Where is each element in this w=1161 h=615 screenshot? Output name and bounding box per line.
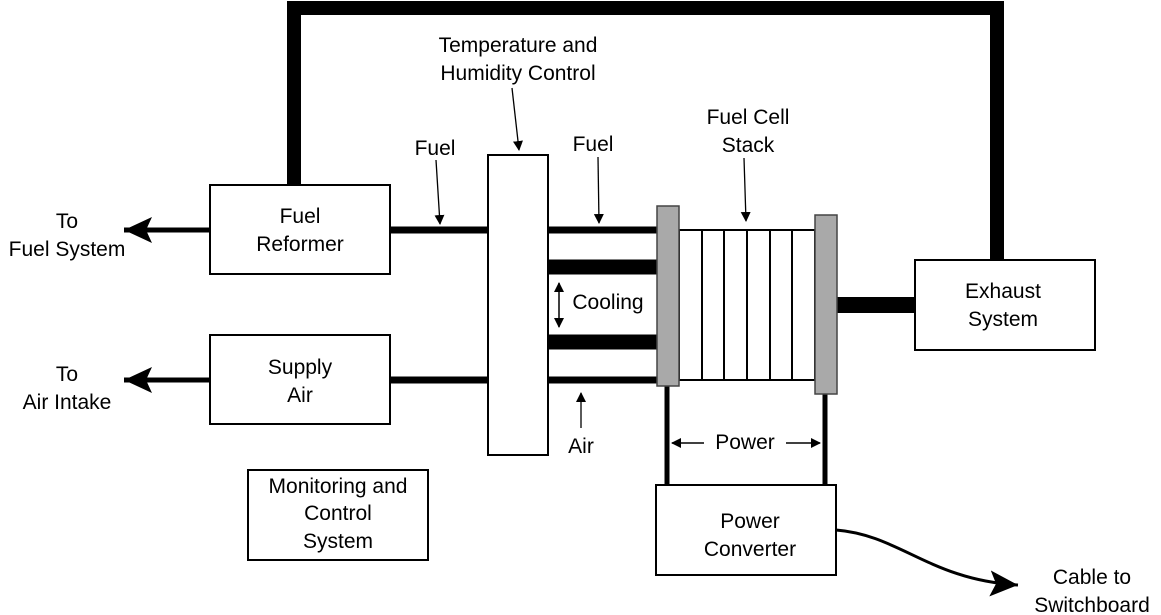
power-converter-box: [655, 484, 837, 576]
cable-label-line1: Cable to: [1053, 566, 1131, 589]
to-fuel-label-line2: Fuel System: [9, 238, 126, 261]
fuel-reformer-box: [209, 184, 391, 275]
stack-end-plate-right: [814, 214, 838, 395]
fuel-left-label: Fuel: [415, 137, 456, 160]
thc-label-line1: Temperature and: [439, 34, 598, 57]
reformer-label-line2: Reformer: [256, 233, 344, 256]
reformer-label-line1: Fuel: [280, 205, 321, 228]
converter-label-line1: Power: [720, 510, 780, 533]
fuel-left-pointer-arrow: [434, 159, 445, 225]
exhaust-label-line2: System: [968, 308, 1038, 331]
air-label: Air: [568, 435, 594, 458]
to-fuel-label-line1: To: [56, 210, 78, 233]
fuel-right-pointer-arrow: [593, 156, 604, 224]
stack-label-line1: Fuel Cell: [707, 106, 790, 129]
stack-label-line2: Stack: [722, 134, 775, 157]
converter-label-line2: Converter: [704, 538, 796, 561]
cable-label-line2: Switchboard: [1034, 594, 1150, 615]
supply-air-label-line2: Air: [287, 384, 313, 407]
monitoring-control-box: [247, 469, 429, 561]
monitoring-label-line1: Monitoring and: [269, 475, 408, 498]
cable-to-switchboard: [835, 528, 1019, 597]
supply-air-label-line1: Supply: [268, 356, 333, 379]
thc-pointer-arrow: [511, 87, 523, 151]
monitoring-label-line3: System: [303, 530, 373, 553]
cooling-label: Cooling: [572, 291, 643, 314]
exhaust-label-line1: Exhaust: [965, 280, 1041, 303]
stack-pointer-arrow: [740, 157, 751, 222]
exhaust-system-box: [914, 259, 1096, 351]
thc-label-line2: Humidity Control: [440, 62, 595, 85]
monitoring-label-line2: Control: [304, 502, 372, 525]
to-air-label-line2: Air Intake: [23, 391, 112, 414]
fuel-right-label: Fuel: [573, 133, 614, 156]
power-label: Power: [715, 431, 775, 454]
exhaust-return-pipe: [287, 1, 1004, 261]
to-air-label-line1: To: [56, 363, 78, 386]
temperature-humidity-control-box: [487, 154, 549, 456]
stack-cells: [701, 230, 793, 380]
supply-air-box: [209, 334, 391, 425]
stack-end-plate-left: [656, 205, 680, 387]
